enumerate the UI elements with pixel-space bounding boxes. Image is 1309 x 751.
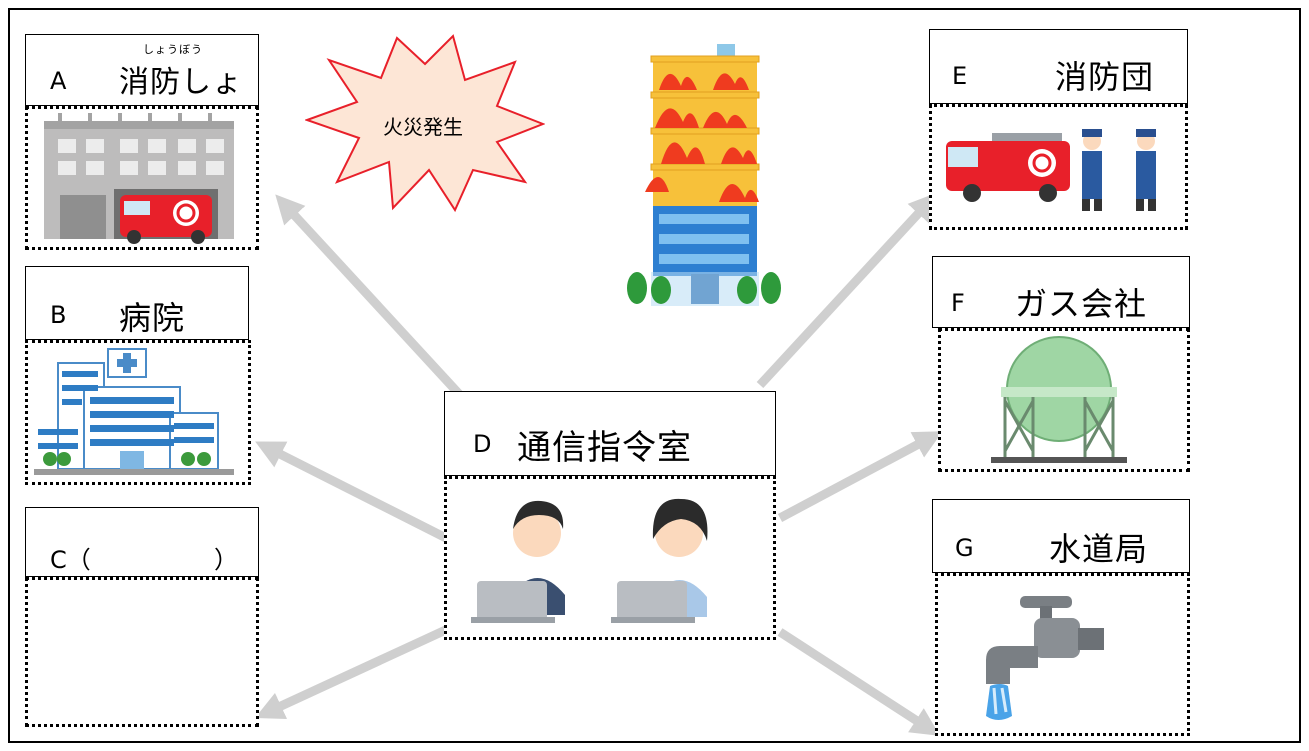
box-a-label: しょうぼう A 消防しょ xyxy=(25,34,259,106)
box-a-letter: A xyxy=(50,67,67,95)
box-d-name: 通信指令室 xyxy=(517,428,692,468)
arrow-to-a xyxy=(275,194,464,399)
box-g-image xyxy=(935,573,1190,736)
burning-building-illustration xyxy=(627,44,781,306)
box-c-letter: C（ xyxy=(50,546,91,574)
arrow-to-e xyxy=(756,192,938,389)
box-b-letter: B xyxy=(50,301,67,329)
box-g-label: G 水道局 xyxy=(932,499,1190,573)
box-a-image xyxy=(25,106,259,250)
burst-text: 火災発生 xyxy=(383,115,463,139)
box-c-image xyxy=(25,577,259,727)
box-d-label: D 通信指令室 xyxy=(444,391,776,476)
gas-tank-illustration xyxy=(991,336,1127,463)
hospital-illustration xyxy=(34,348,234,475)
box-a-ruby: しょうぼう xyxy=(143,43,203,56)
fire-burst: 火災発生 xyxy=(305,34,545,213)
diagram-frame xyxy=(8,8,1301,743)
arrow-to-c xyxy=(254,623,452,720)
box-d-image xyxy=(444,476,776,640)
fire-station-illustration xyxy=(44,113,234,244)
box-e-label: E 消防団 xyxy=(929,29,1188,104)
arrow-to-g xyxy=(777,628,941,736)
box-e-name: 消防団 xyxy=(1055,58,1155,96)
box-e-image xyxy=(929,104,1188,230)
box-d-letter: D xyxy=(473,430,492,458)
water-tap-illustration xyxy=(986,596,1104,720)
box-c-label: C（ ） xyxy=(25,507,259,577)
operators-illustration xyxy=(471,498,708,623)
box-b-name: 病院 xyxy=(119,299,186,337)
box-a-name: 消防しょ xyxy=(119,65,243,100)
fire-brigade-illustration xyxy=(946,129,1156,211)
box-b-label: B 病院 xyxy=(25,266,249,340)
box-b-image xyxy=(25,340,251,485)
box-f-letter: F xyxy=(951,289,965,317)
box-f-name: ガス会社 xyxy=(1015,285,1148,323)
box-c-close: ） xyxy=(214,546,238,574)
box-g-letter: G xyxy=(955,534,974,562)
box-f-label: F ガス会社 xyxy=(932,256,1190,328)
box-f-image xyxy=(938,328,1190,472)
box-g-name: 水道局 xyxy=(1049,530,1149,568)
box-e-letter: E xyxy=(952,62,968,90)
arrow-to-f xyxy=(777,431,943,522)
arrow-to-b xyxy=(255,441,453,545)
